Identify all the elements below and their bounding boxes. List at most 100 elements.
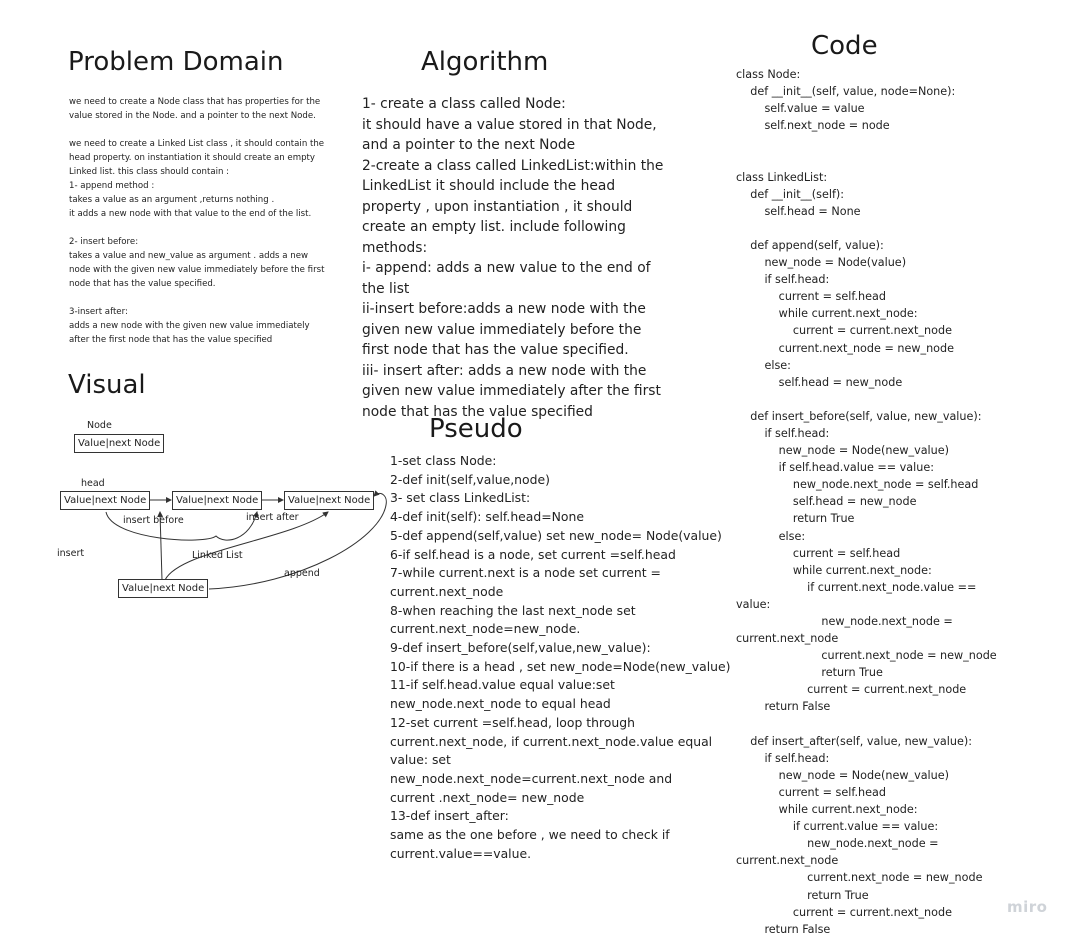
code-line: new_node = Node(new_value) xyxy=(736,444,949,458)
code-line: current = current.next_node xyxy=(736,905,952,919)
code-line: self.head = None xyxy=(736,204,861,218)
code-line: value: xyxy=(736,597,771,611)
code-line: current.next_node = new_node xyxy=(736,871,983,885)
problem-domain-line: takes a value as an argument ,returns no… xyxy=(69,195,275,205)
miro-watermark: miro xyxy=(1007,898,1048,916)
code-line: while current.next_node: xyxy=(736,803,918,817)
algorithm-line: first node that has the value specified. xyxy=(362,342,629,358)
problem-domain-line: Linked list. this class should contain : xyxy=(69,167,230,177)
code-line: while current.next_node: xyxy=(736,307,918,321)
pseudo-line: 8-when reaching the last next_node set xyxy=(390,602,636,618)
code-line: def append(self, value): xyxy=(736,238,884,252)
problem-domain-line: takes a value and new_value as argument … xyxy=(69,251,309,261)
problem-domain-line: 1- append method : xyxy=(69,181,155,191)
pseudo-line: 1-set class Node: xyxy=(390,453,497,468)
problem-domain-text: we need to create a Node class that has … xyxy=(69,95,324,347)
pseudo-line: 10-if there is a head , set new_node=Nod… xyxy=(390,658,731,674)
algorithm-title: Algorithm xyxy=(421,47,549,77)
legend-node-box: Value|next Node xyxy=(74,434,165,453)
pseudo-line: 13-def insert_after: xyxy=(390,808,509,824)
insert-arrow xyxy=(157,511,164,581)
code-line: if current.value == value: xyxy=(736,820,939,834)
code-line: new_node = Node(value) xyxy=(736,256,907,270)
pseudo-line: current.value==value. xyxy=(390,845,532,861)
pseudo-line: 6-if self.head is a node, set current =s… xyxy=(390,546,676,562)
problem-domain-line: we need to create a Node class that has … xyxy=(69,97,321,107)
code-line: if self.head: xyxy=(736,426,830,440)
code-line: new_node = Node(new_value) xyxy=(736,768,949,782)
pseudo-title: Pseudo xyxy=(429,414,523,444)
problem-domain-line: we need to create a Linked List class , … xyxy=(69,139,325,149)
problem-domain-line: 2- insert before: xyxy=(69,237,139,247)
code-line: while current.next_node: xyxy=(736,563,932,577)
code-line: new_node.next_node = self.head xyxy=(736,478,979,492)
algorithm-line: LinkedList it should include the head xyxy=(362,178,616,194)
pseudo-line: 11-if self.head.value equal value:set xyxy=(390,677,615,693)
code-line: current.next_node xyxy=(736,632,839,646)
code-line: def __init__(self): xyxy=(736,187,845,201)
code-line: self.head = new_node xyxy=(736,495,917,509)
algorithm-line: methods: xyxy=(362,239,428,256)
code-line: class LinkedList: xyxy=(736,170,828,184)
insert-before-curve xyxy=(105,511,259,541)
code-line: self.next_node = node xyxy=(736,119,890,133)
code-line: return False xyxy=(736,700,831,714)
pseudo-line: current.next_node xyxy=(390,583,504,599)
algorithm-line: it should have a value stored in that No… xyxy=(362,116,657,133)
append-label: append xyxy=(284,568,320,579)
code-line: current.next_node = new_node xyxy=(736,649,997,663)
algorithm-line: create an empty list. include following xyxy=(362,219,626,235)
problem-domain-line: node that has the value specified. xyxy=(69,279,216,289)
code-line: return True xyxy=(736,666,883,680)
append-curve xyxy=(208,490,387,590)
pseudo-line: value: set xyxy=(390,752,451,768)
head-label: head xyxy=(81,478,105,489)
pseudo-line: 9-def insert_before(self,value,new_value… xyxy=(390,640,651,656)
algorithm-line: 1- create a class called Node: xyxy=(362,96,566,112)
code-line: current = self.head xyxy=(736,546,901,560)
algorithm-text: 1- create a class called Node: it should … xyxy=(362,94,664,422)
insert-after-curve xyxy=(164,511,329,581)
code-line: if self.head: xyxy=(736,273,830,287)
algorithm-line: iii- insert after: adds a new node with … xyxy=(362,362,647,379)
code-line: else: xyxy=(736,529,806,543)
pseudo-line: new_node.next_node to equal head xyxy=(390,696,611,712)
code-line: current = self.head xyxy=(736,290,886,304)
code-line: current.next_node xyxy=(736,854,839,868)
linked-list-label: Linked List xyxy=(192,550,243,561)
list-node-box-1: Value|next Node xyxy=(60,491,151,510)
pseudo-line: same as the one before , we need to chec… xyxy=(390,827,670,843)
new-node-box: Value|next Node xyxy=(118,579,209,598)
code-line: def insert_before(self, value, new_value… xyxy=(736,409,982,423)
code-line: return True xyxy=(736,888,869,902)
problem-domain-line: 3-insert after: xyxy=(69,307,128,317)
pseudo-line: 12-set current =self.head, loop through xyxy=(390,714,635,730)
problem-domain-line: after the first node that has the value … xyxy=(69,335,273,345)
code-line: def __init__(self, value, node=None): xyxy=(736,85,956,99)
problem-domain-line: adds a new node with the given new value… xyxy=(69,321,310,331)
code-line: if self.head: xyxy=(736,751,830,765)
insert-before-label: insert before xyxy=(123,515,184,526)
pseudo-line: 4-def init(self): self.head=None xyxy=(390,509,584,525)
insert-after-label: insert after xyxy=(246,512,299,523)
code-line: self.value = value xyxy=(736,102,865,116)
algorithm-line: ii-insert before:adds a new node with th… xyxy=(362,301,646,317)
problem-domain-line: value stored in the Node. and a pointer … xyxy=(69,111,316,121)
node-caption: Node xyxy=(87,420,112,431)
code-line: current = self.head xyxy=(736,785,886,799)
algorithm-line: property , upon instantiation , it shoul… xyxy=(362,198,633,215)
pseudo-line: 7-while current.next is a node set curre… xyxy=(390,565,661,581)
code-line: new_node.next_node = xyxy=(736,615,953,628)
code-line: current.next_node = new_node xyxy=(736,341,955,355)
pseudo-line: 3- set class LinkedList: xyxy=(390,490,531,506)
algorithm-line: given new value immediately before the xyxy=(362,321,642,338)
algorithm-line: given new value immediately after the fi… xyxy=(362,383,661,399)
code-line: def insert_after(self, value, new_value)… xyxy=(736,734,972,748)
pseudo-line: current.next_node, if current.next_node.… xyxy=(390,733,713,749)
problem-domain-line: node with the given new value immediatel… xyxy=(69,265,325,275)
code-line: return False xyxy=(736,922,831,936)
algorithm-line: i- append: adds a new value to the end o… xyxy=(362,260,651,276)
code-line: self.head = new_node xyxy=(736,375,903,389)
algorithm-line: 2-create a class called LinkedList:withi… xyxy=(362,157,664,174)
code-line: else: xyxy=(736,358,791,372)
